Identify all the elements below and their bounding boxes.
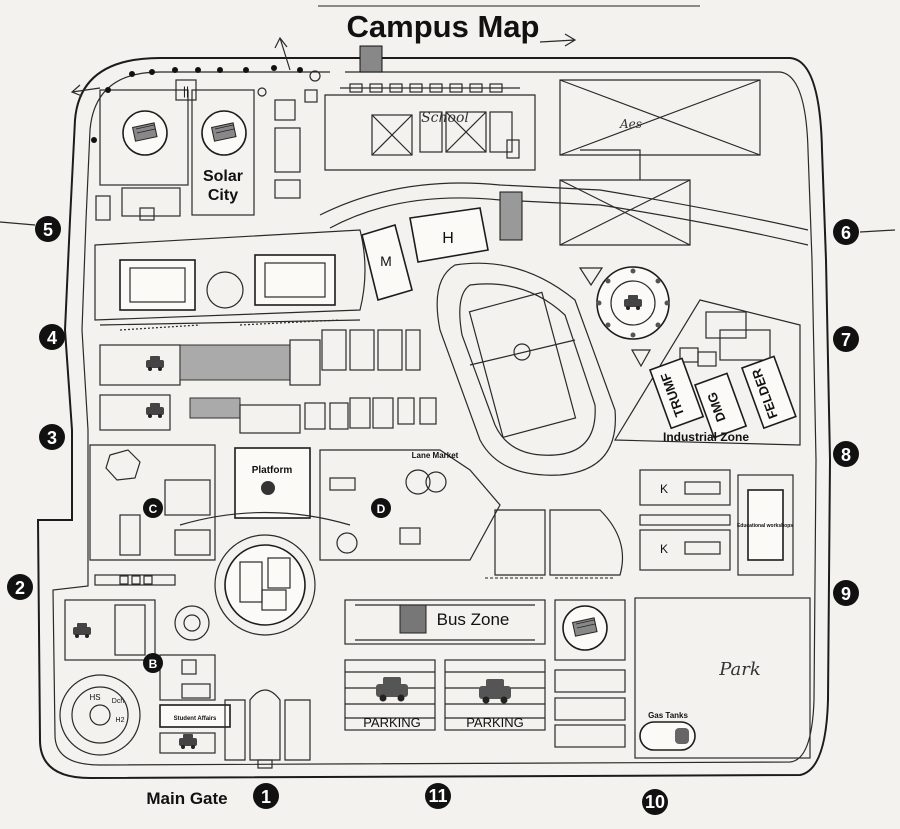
gate-10: 10: [642, 789, 668, 815]
svg-text:9: 9: [841, 584, 851, 604]
svg-text:H2: H2: [116, 717, 125, 724]
main-gate-label: Main Gate: [146, 789, 227, 808]
svg-text:11: 11: [428, 786, 447, 806]
gate-7: 7: [833, 326, 859, 352]
svg-text:K: K: [660, 482, 668, 496]
zone-c: C: [143, 498, 163, 518]
gate-1: 1: [253, 783, 279, 809]
svg-text:D: D: [377, 502, 386, 516]
place-school: School: [421, 110, 469, 126]
gate-2: 2: [7, 574, 33, 600]
gate-9: 9: [833, 580, 859, 606]
svg-text:2: 2: [15, 578, 25, 598]
gate-3: 3: [39, 424, 65, 450]
place-park: Park: [718, 659, 761, 680]
place-parking-1: PARKING: [363, 715, 421, 730]
gate-6: 6: [833, 219, 859, 245]
place-solar-city-2: City: [208, 187, 238, 204]
svg-text:C: C: [149, 502, 158, 516]
svg-text:6: 6: [841, 223, 851, 243]
svg-text:K: K: [660, 542, 668, 556]
svg-text:3: 3: [47, 428, 57, 448]
place-solar-city-1: Solar: [203, 168, 243, 185]
svg-text:7: 7: [841, 330, 851, 350]
svg-text:Aes: Aes: [619, 117, 642, 131]
gate-8: 8: [833, 441, 859, 467]
page-title: Campus Map: [347, 9, 540, 44]
place-gas-tanks: Gas Tanks: [648, 711, 688, 720]
svg-text:Dch: Dch: [112, 698, 125, 705]
gate-5: 5: [35, 216, 61, 242]
gate-4: 4: [39, 324, 65, 350]
svg-text:1: 1: [261, 787, 271, 807]
place-educational-workshops: Educational workshops: [737, 523, 793, 529]
place-student-affairs: Student Affairs: [174, 716, 217, 722]
svg-text:B: B: [149, 657, 158, 671]
place-parking-2: PARKING: [466, 715, 524, 730]
gate-11: 11: [425, 783, 451, 809]
svg-text:8: 8: [841, 445, 851, 465]
svg-text:10: 10: [645, 792, 665, 812]
place-building-m: M: [380, 253, 392, 269]
svg-text:4: 4: [47, 328, 57, 348]
zone-d: D: [371, 498, 391, 518]
svg-text:HS: HS: [89, 693, 100, 702]
place-helipad: H: [442, 230, 454, 247]
svg-text:||: ||: [183, 84, 189, 98]
svg-text:5: 5: [43, 220, 53, 240]
place-bus-zone: Bus Zone: [437, 610, 510, 629]
zone-b: B: [143, 653, 163, 673]
place-industrial-zone: Industrial Zone: [663, 430, 749, 444]
place-platform: Platform: [252, 465, 293, 476]
place-lane-market: Lane Market: [412, 451, 459, 460]
